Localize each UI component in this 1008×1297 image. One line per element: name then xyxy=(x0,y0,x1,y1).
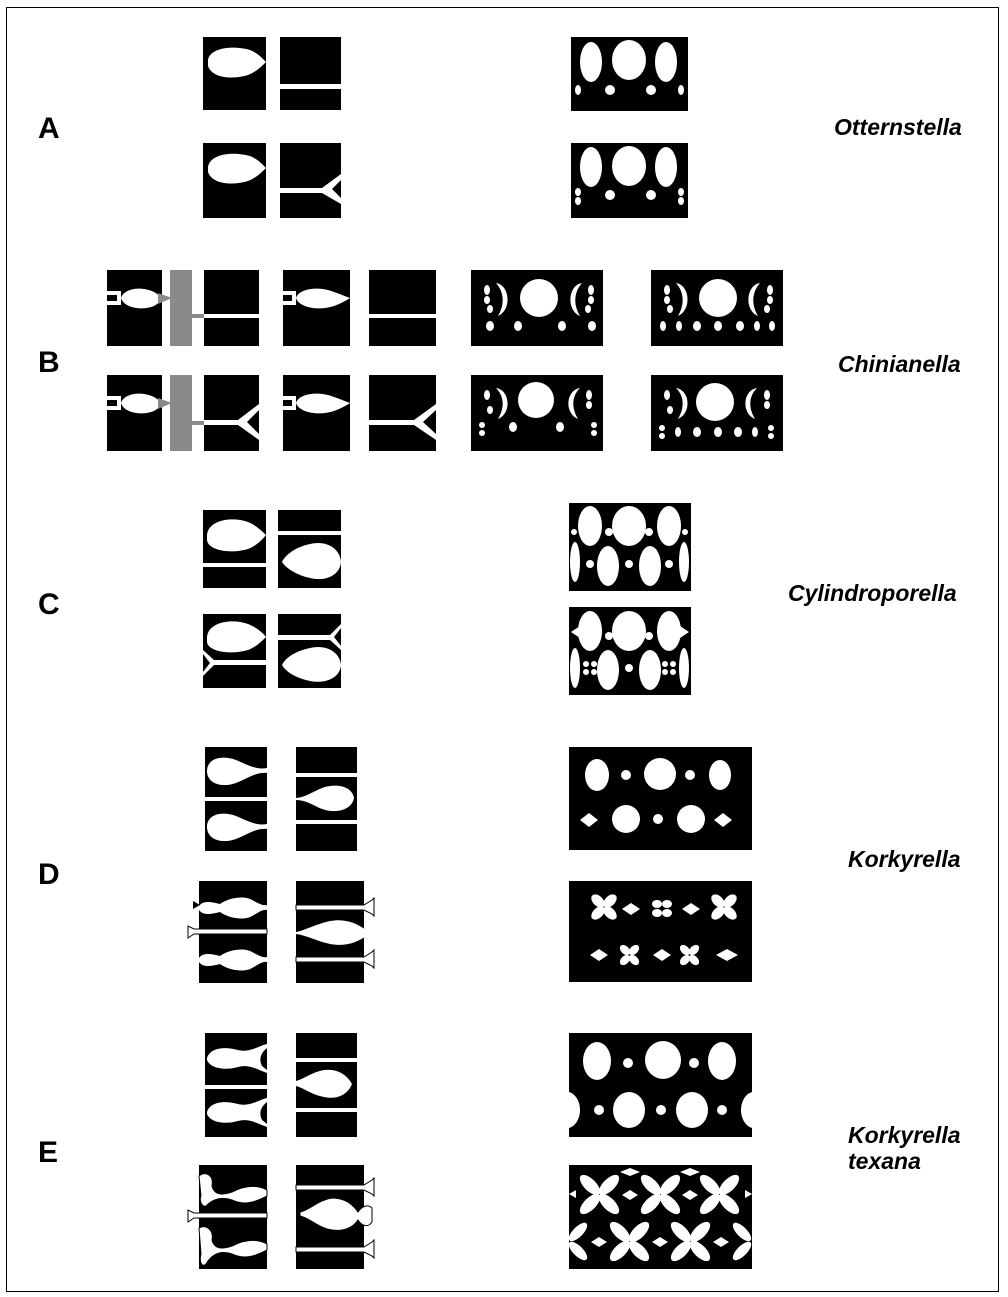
genus-name-line1: Korkyrella xyxy=(848,1122,961,1148)
row-a-longitudinal-sections xyxy=(203,37,341,218)
row-b-transverse-sections xyxy=(471,270,783,451)
row-label-b: B xyxy=(38,346,60,379)
row-b-longitudinal-sections xyxy=(107,270,436,451)
row-label-d: D xyxy=(38,858,60,891)
row-d-longitudinal-sections xyxy=(187,747,375,983)
row-a-transverse-sections xyxy=(571,37,688,218)
genus-name-otternstella: Otternstella xyxy=(834,114,962,140)
row-c-transverse-sections xyxy=(569,503,691,695)
row-e-longitudinal-sections xyxy=(187,1033,375,1269)
genus-name-chinianella: Chinianella xyxy=(838,351,961,377)
row-label-a: A xyxy=(38,112,60,145)
genus-name-korkyrella-texana: Korkyrella texana xyxy=(848,1122,961,1175)
genus-name-korkyrella: Korkyrella xyxy=(848,846,961,872)
row-e-transverse-sections xyxy=(568,1033,752,1269)
row-label-e: E xyxy=(38,1136,59,1169)
genus-name-cylindroporella: Cylindroporella xyxy=(788,580,957,606)
row-label-c: C xyxy=(38,588,60,621)
genus-name-line2: texana xyxy=(848,1148,921,1175)
row-c-longitudinal-sections xyxy=(203,510,341,688)
row-d-transverse-sections xyxy=(569,747,752,982)
figure-frame xyxy=(6,7,999,1292)
